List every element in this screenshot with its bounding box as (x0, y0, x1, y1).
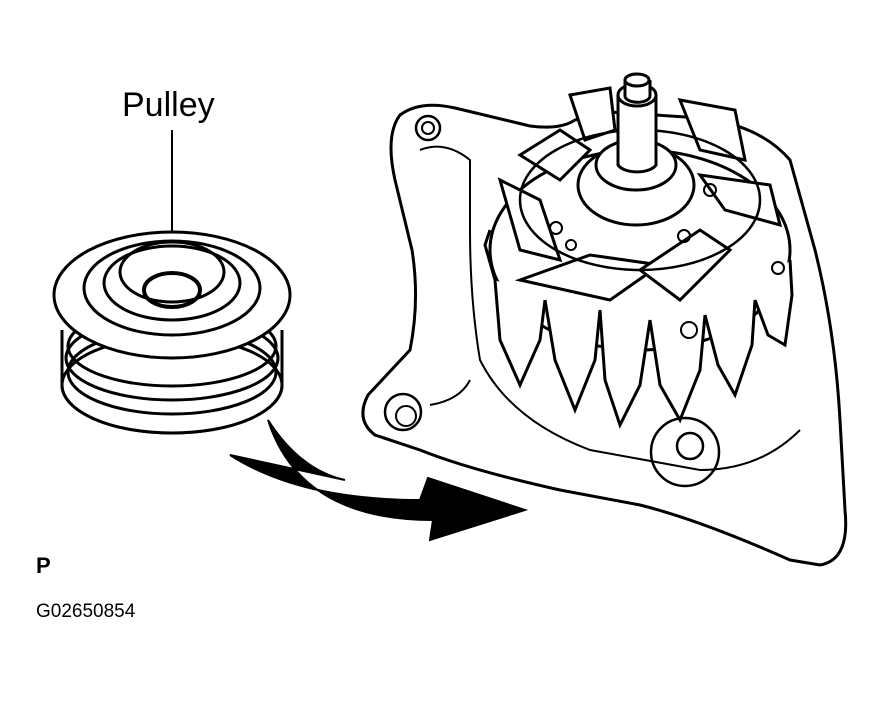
pulley-label: Pulley (122, 86, 215, 124)
alternator-rotor-icon (363, 74, 846, 565)
corner-mark: P (36, 553, 51, 578)
figure-code: G02650854 (36, 601, 136, 622)
curved-arrow-icon (230, 420, 525, 540)
pulley-icon (54, 232, 290, 433)
